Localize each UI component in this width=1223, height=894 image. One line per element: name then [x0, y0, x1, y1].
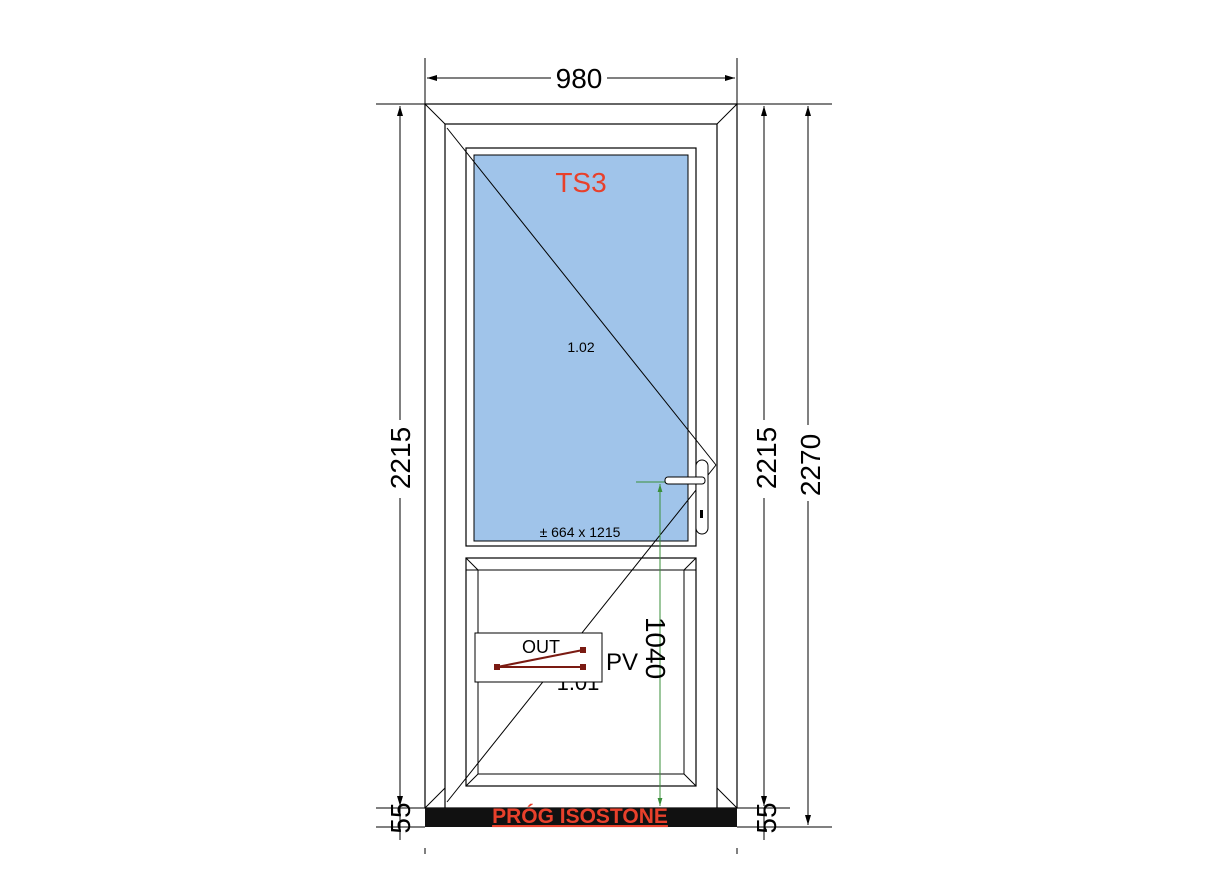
right-threshold-label: 55 [751, 802, 782, 833]
total-height-label: 2270 [795, 434, 826, 496]
panel-type-label: PV [606, 649, 638, 676]
handle-height-dimension: 1040 [636, 481, 700, 806]
right-height-dimension: 2215 55 2270 [737, 103, 832, 840]
glass-code-label: 1.02 [567, 339, 594, 355]
threshold: PRÓG ISOSTONE [424, 804, 738, 854]
right-height-label: 2215 [751, 427, 782, 489]
glass-size-label: ± 664 x 1215 [540, 524, 621, 540]
left-height-dimension: 2215 55 [376, 103, 425, 840]
threshold-label: PRÓG ISOSTONE [492, 804, 668, 828]
glass-type-label: TS3 [555, 167, 606, 198]
opening-direction-icon [494, 647, 586, 670]
left-threshold-label: 55 [385, 802, 416, 833]
glass-pane: TS3 1.02 ± 664 x 1215 [473, 154, 689, 542]
opening-direction-label: OUT [522, 637, 560, 657]
left-height-label: 2215 [385, 427, 416, 489]
panel-section: 1.01 OUT PV [474, 632, 638, 695]
width-dimension: 980 [424, 58, 738, 104]
door-handle-icon [664, 459, 709, 535]
handle-height-label: 1040 [640, 617, 671, 679]
width-label: 980 [556, 63, 603, 94]
